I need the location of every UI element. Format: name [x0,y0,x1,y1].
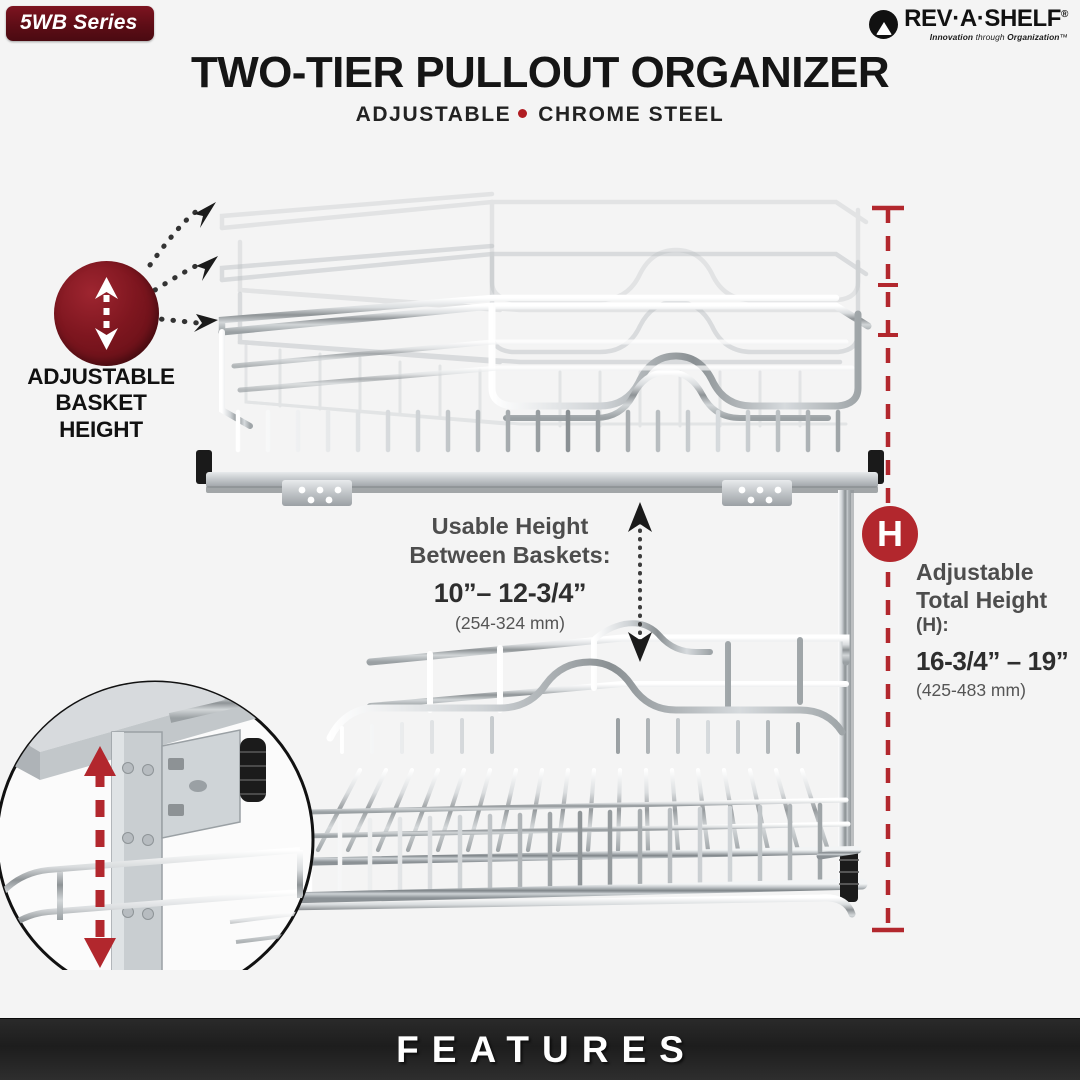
up-down-arrow-icon [95,277,118,350]
pointer-arrowheads [194,202,218,332]
usable-height-line-2: Between Baskets: [409,541,611,568]
total-height-line-3: (H): [916,615,949,637]
page-subtitle: ADJUSTABLE CHROME STEEL [0,103,1080,127]
total-height-line-1: Adjustable [916,559,1034,585]
registered-mark: ® [1061,9,1068,20]
brand-logo-text: REV·A·SHELF® Innovation through Organiza… [904,5,1068,42]
usable-height-metric: (254-324 mm) [455,613,565,634]
brand-name: REV·A·SHELF® [904,5,1068,32]
adjustable-basket-badge [54,261,159,366]
total-height-callout: Adjustable Total Height (H): 16-3/4” – 1… [916,558,1080,701]
adjustable-basket-label: ADJUSTABLE BASKET HEIGHT [8,364,194,443]
total-height-metric: (425-483 mm) [916,680,1026,701]
usable-height-value: 10”– 12-3/4” [433,578,587,609]
total-height-dimension-line [872,205,904,933]
features-label: FEATURES [396,1028,697,1070]
mounting-bracket-left [282,480,352,506]
tagline-part-3: Organization [1007,32,1060,42]
adjustable-line-3: HEIGHT [59,416,143,442]
adjustable-line-2: BASKET [55,390,147,416]
total-height-line-2: Total Height [916,587,1048,614]
features-footer-bar: FEATURES [0,1018,1080,1080]
usable-height-arrow-icon [628,502,652,662]
usable-height-callout: Usable Height Between Baskets: 10”– 12-3… [392,512,628,634]
pointer-arrows [147,205,209,327]
detail-inset-circle [0,680,315,970]
brand-logo: REV·A·SHELF® Innovation through Organiza… [869,7,1068,41]
trademark-mark: ™ [1059,32,1068,42]
usable-height-line-1: Usable Height [431,513,589,539]
subtitle-adjustable: ADJUSTABLE [355,103,512,126]
mounting-bracket-right [722,480,792,506]
product-illustration [0,150,1080,970]
tagline-part-1: Innovation [929,32,974,42]
upper-basket [194,294,884,506]
series-badge: 5WB Series [6,6,154,41]
separator-dot-icon [518,109,528,119]
tagline-part-2: through [975,32,1005,42]
rev-a-shelf-mark-icon [869,9,899,39]
basket-support-posts [838,490,854,890]
subtitle-chrome-steel: CHROME STEEL [538,103,725,126]
height-badge-h: H [862,506,918,562]
page-title: TWO-TIER PULLOUT ORGANIZER [190,48,890,97]
brand-tagline: Innovation through Organization™ [904,33,1068,41]
total-height-value: 16-3/4” – 19” [916,646,1069,677]
ghost-basket-position-middle [219,243,869,365]
lower-basket [202,620,868,937]
adjustable-line-1: ADJUSTABLE [27,364,175,389]
